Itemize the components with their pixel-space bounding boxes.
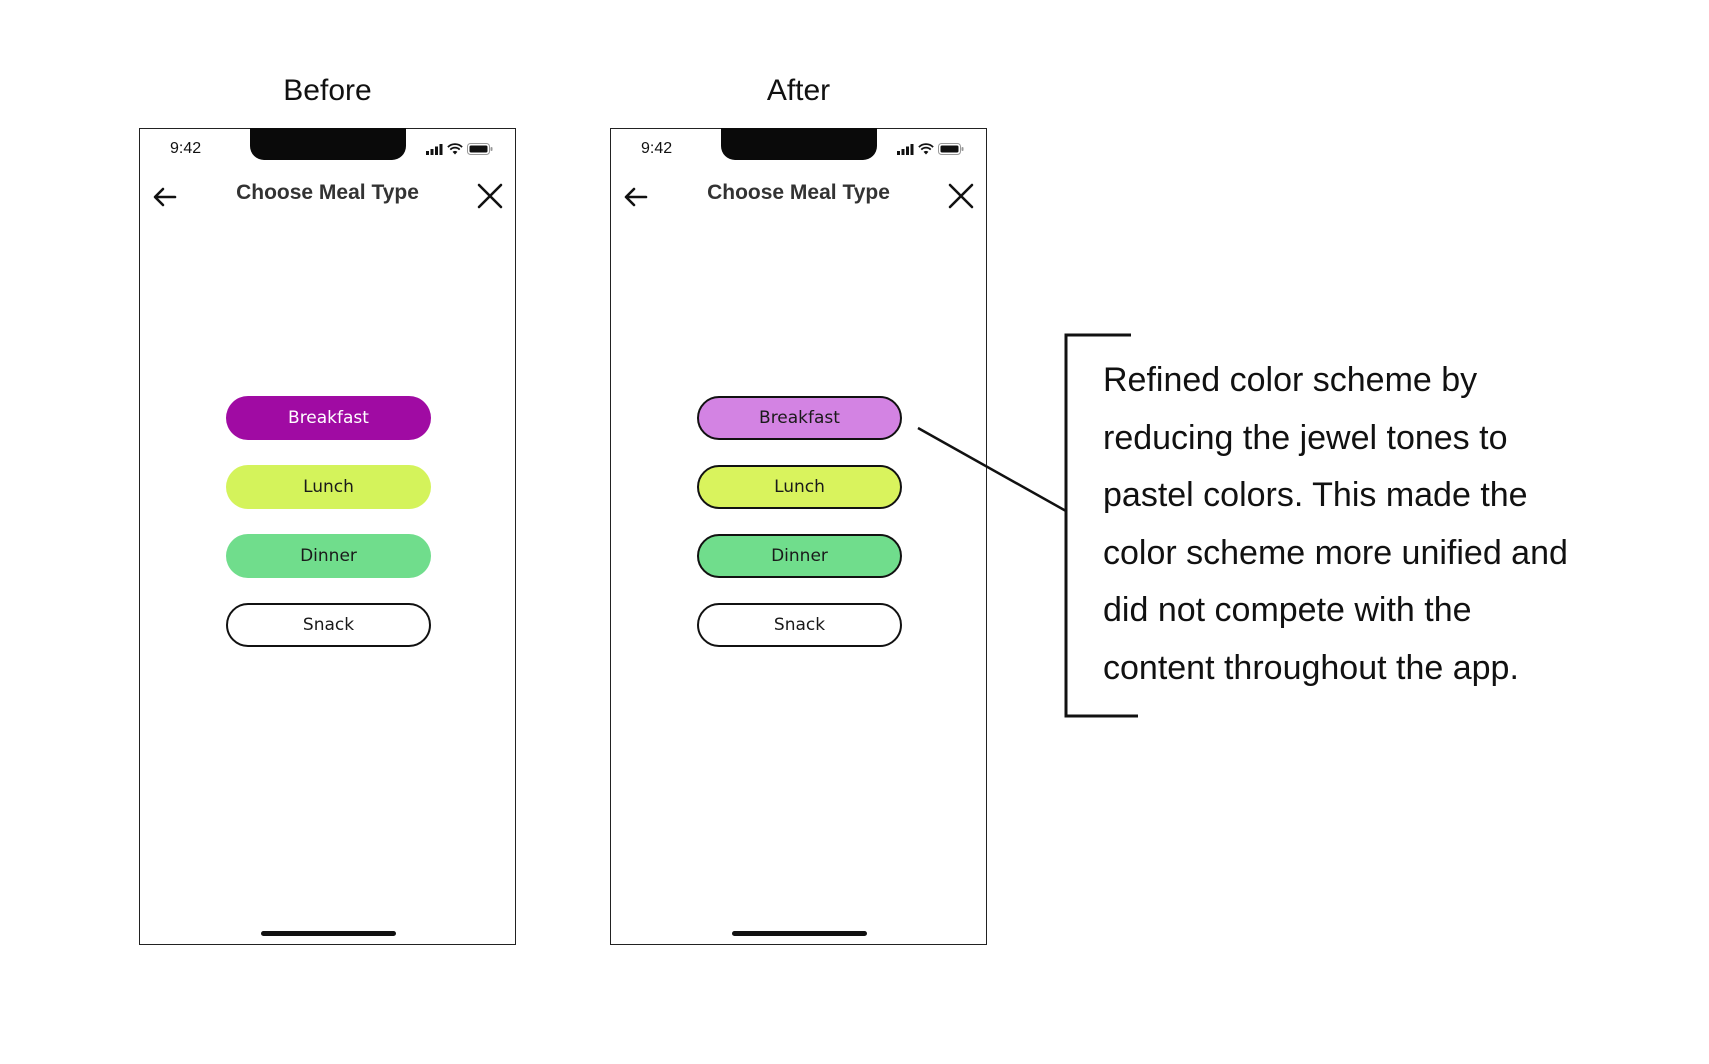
snack-button[interactable]: Snack xyxy=(226,603,431,647)
arrow-left-icon xyxy=(153,187,177,207)
signal-icon xyxy=(426,143,443,155)
annotation-line: color scheme more unified and xyxy=(1103,533,1568,572)
battery-icon xyxy=(467,143,493,155)
back-button[interactable] xyxy=(623,184,649,210)
snack-button[interactable]: Snack xyxy=(697,603,902,647)
before-title: Before xyxy=(283,74,372,107)
after-title: After xyxy=(766,74,831,107)
wifi-icon xyxy=(447,143,463,155)
status-time: 9:42 xyxy=(641,140,673,157)
status-icons xyxy=(897,143,964,155)
arrow-left-icon xyxy=(624,187,648,207)
back-button[interactable] xyxy=(152,184,178,210)
status-icons xyxy=(426,143,493,155)
home-indicator[interactable] xyxy=(732,931,867,936)
phone-notch xyxy=(721,128,877,160)
phone-notch xyxy=(250,128,406,160)
annotation-line: did not compete with the xyxy=(1103,591,1472,629)
lunch-button[interactable]: Lunch xyxy=(226,465,431,509)
lunch-button[interactable]: Lunch xyxy=(697,465,902,509)
status-time: 9:42 xyxy=(170,140,202,157)
breakfast-button[interactable]: Breakfast xyxy=(226,396,431,440)
home-indicator[interactable] xyxy=(261,931,396,936)
close-button[interactable] xyxy=(946,181,976,211)
annotation-line: pastel colors. This made the xyxy=(1103,476,1528,514)
annotation-text: Refined color scheme by reducing the jew… xyxy=(1103,352,1663,697)
dinner-button[interactable]: Dinner xyxy=(697,534,902,578)
before-phone-frame: 9:42 Choose Meal Type Breakfast Lunch Di xyxy=(139,128,516,945)
close-button[interactable] xyxy=(475,181,505,211)
breakfast-button[interactable]: Breakfast xyxy=(697,396,902,440)
screen-title: Choose Meal Type xyxy=(236,181,419,204)
battery-icon xyxy=(938,143,964,155)
screen-title: Choose Meal Type xyxy=(707,181,890,204)
close-icon xyxy=(477,183,503,209)
wifi-icon xyxy=(918,143,934,155)
signal-icon xyxy=(897,143,914,155)
close-icon xyxy=(948,183,974,209)
dinner-button[interactable]: Dinner xyxy=(226,534,431,578)
after-phone-frame: 9:42 Choose Meal Type Breakfast Lunch Di xyxy=(610,128,987,945)
annotation-line: Refined color scheme by xyxy=(1103,361,1478,399)
annotation-line: reducing the jewel tones to xyxy=(1103,418,1508,457)
annotation-line: content throughout the app. xyxy=(1103,648,1519,687)
